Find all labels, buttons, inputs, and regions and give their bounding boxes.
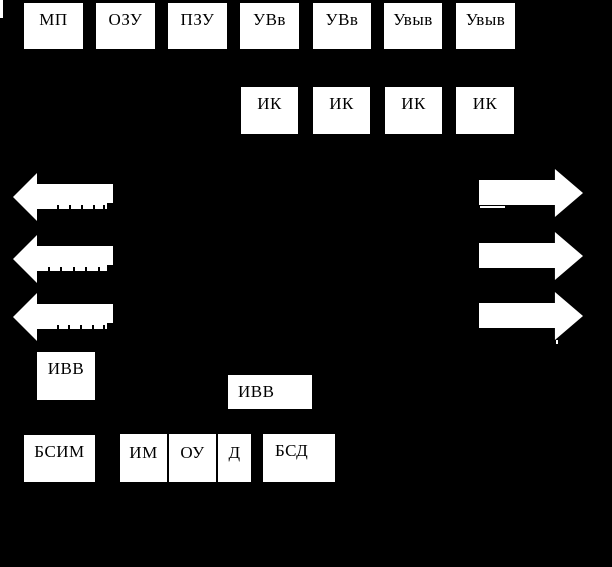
tick-artifact: [556, 340, 558, 344]
arrow-tick: [103, 205, 105, 209]
block-im: ИМ: [120, 434, 167, 482]
block-ivv-left: ИВВ: [37, 352, 95, 400]
corner-artifact: [0, 0, 3, 18]
block-label: ОЗУ: [108, 10, 143, 29]
arrow-tick: [103, 325, 105, 329]
block-label: Увыв: [465, 10, 506, 29]
bus-arrow-left-2: [13, 235, 113, 283]
block-label: БСИМ: [34, 442, 85, 461]
block-ik-3: ИК: [385, 87, 442, 134]
arrow-tick: [60, 267, 62, 271]
arrow-tick: [69, 205, 71, 209]
block-label: ИМ: [129, 443, 158, 462]
arrow-tick: [57, 325, 59, 329]
block-bsd: БСД: [263, 434, 335, 482]
block-label: ИК: [401, 94, 426, 113]
block-label: ИК: [329, 94, 354, 113]
underline-artifact: [480, 206, 505, 208]
block-label: Увыв: [393, 10, 433, 29]
block-label: ИК: [472, 94, 498, 113]
bus-arrow-left-3: [13, 293, 113, 341]
arrow-tick: [57, 205, 59, 209]
block-label: ОУ: [180, 443, 205, 462]
block-uvyv-1: Увыв: [384, 3, 442, 49]
arrow-notch: [107, 203, 113, 209]
arrow-tick: [81, 205, 83, 209]
block-label: Д: [228, 443, 241, 462]
block-label: ПЗУ: [180, 10, 215, 29]
arrow-tick: [68, 325, 70, 329]
block-ik-1: ИК: [241, 87, 298, 134]
bus-arrow-right-1: [479, 169, 583, 217]
bus-arrow-right-3: [479, 292, 583, 340]
arrow-notch: [107, 265, 113, 271]
arrow-tick: [48, 267, 50, 271]
arrow-tick: [98, 267, 100, 271]
block-label: ИВВ: [238, 382, 275, 401]
arrow-tick: [73, 267, 75, 271]
block-cluster-im-ou-d: ИМ ОУ Д: [120, 434, 251, 482]
arrow-tick: [80, 325, 82, 329]
block-bsim: БСИМ: [24, 435, 95, 482]
bus-arrow-left-1: [13, 173, 113, 221]
arrow-tick: [93, 205, 95, 209]
block-uvv-1: УВв: [240, 3, 299, 49]
block-label: УВв: [253, 10, 286, 29]
block-pzu: ПЗУ: [168, 3, 227, 49]
block-ivv-center: ИВВ: [228, 375, 312, 409]
block-label: ИВВ: [47, 359, 85, 378]
block-uvv-2: УВв: [313, 3, 371, 49]
underline-artifact: [479, 265, 491, 267]
block-ou: ОУ: [167, 434, 216, 482]
arrow-notch: [107, 323, 113, 329]
block-label: ИК: [257, 94, 282, 113]
block-ik-4: ИК: [456, 87, 514, 134]
block-uvyv-2: Увыв: [456, 3, 515, 49]
arrow-tick: [85, 267, 87, 271]
block-d: Д: [216, 434, 251, 482]
block-label: БСД: [275, 441, 309, 460]
block-label: МП: [39, 10, 68, 29]
arrow-tick: [92, 325, 94, 329]
bus-arrow-right-2: [479, 232, 583, 280]
block-ik-2: ИК: [313, 87, 370, 134]
block-mp: МП: [24, 3, 83, 49]
block-label: УВв: [325, 10, 359, 29]
block-ozu: ОЗУ: [96, 3, 155, 49]
